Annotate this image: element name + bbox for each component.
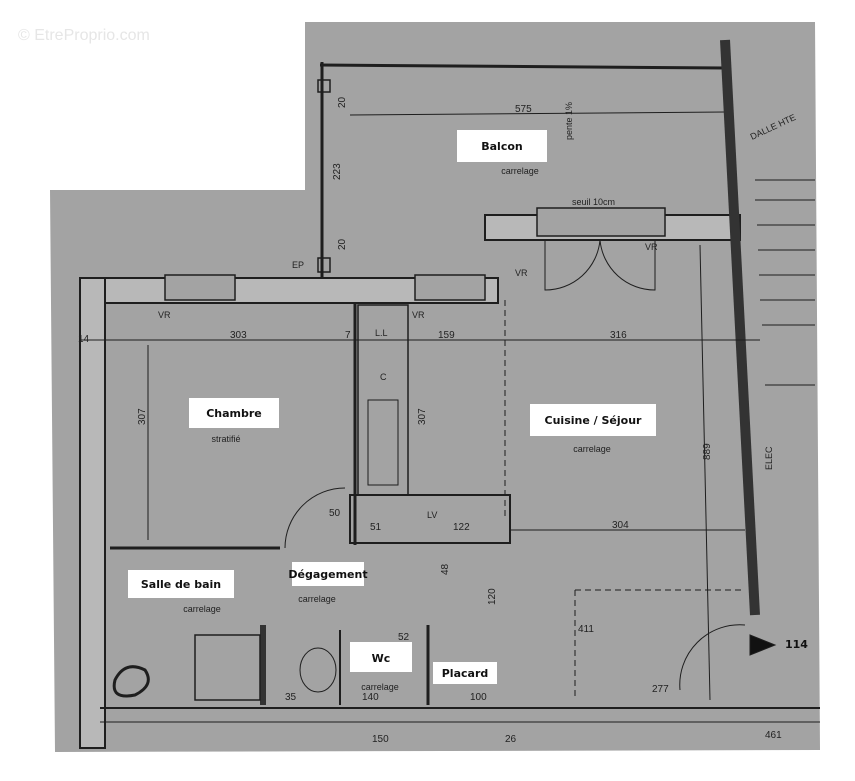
ep-label: EP: [292, 260, 304, 270]
dim-20: 20: [337, 96, 348, 108]
dim-20: 20: [337, 238, 348, 250]
room-salle-de-bain: Salle de bain carrelage: [128, 570, 234, 614]
dim-51: 51: [370, 522, 382, 533]
balcony-railing: [319, 63, 726, 70]
c-label: C: [380, 372, 387, 382]
room-degagement: Dégagement carrelage: [288, 562, 368, 604]
vr-label: VR: [412, 310, 425, 320]
room-label: Balcon: [481, 140, 523, 153]
dim-277: 277: [652, 684, 669, 695]
dim-52: 52: [398, 632, 410, 643]
window-chambre: [164, 274, 236, 301]
floor-label: carrelage: [501, 166, 539, 176]
toilet: [299, 647, 337, 693]
dim-889: 889: [702, 443, 713, 460]
room-label: Salle de bain: [141, 578, 221, 591]
dim-50: 50: [329, 508, 341, 519]
room-label: Wc: [372, 652, 391, 665]
elec-label: ELEC: [764, 446, 774, 470]
room-label: Placard: [442, 667, 489, 680]
dim-120: 120: [487, 588, 498, 605]
dim-411: 411: [578, 624, 594, 635]
floor-label: carrelage: [361, 682, 399, 692]
dim-sejour-width: 316: [610, 330, 627, 341]
dim-chambre-width: 303: [230, 330, 247, 341]
room-balcon: Balcon carrelage: [457, 130, 547, 176]
dimension-labels: 575 223 20 20 14 303 7 159 316 307 307 3…: [78, 96, 808, 745]
floor-label: carrelage: [573, 444, 611, 454]
window-kitchen: [414, 274, 486, 301]
dim-14: 14: [78, 334, 90, 345]
watermark: © EtreProprio.com: [18, 27, 150, 44]
dim-114: 114: [785, 638, 808, 651]
dim-140: 140: [362, 692, 379, 703]
west-wall: [79, 277, 106, 749]
room-label: Cuisine / Séjour: [545, 414, 643, 427]
dim-304: 304: [612, 520, 629, 531]
dim-balcon-depth: 223: [332, 163, 343, 180]
plan-background: [50, 22, 820, 752]
dim-7: 7: [345, 330, 351, 341]
pente-label: pente 1%: [564, 102, 574, 140]
stairs: [755, 179, 815, 386]
east-wall: [720, 39, 760, 616]
dim-150: 150: [372, 734, 389, 745]
dim-48: 48: [440, 563, 451, 575]
dim-kitchen-depth: 307: [417, 408, 428, 425]
shower: [194, 634, 261, 701]
floor-label: stratifié: [211, 434, 240, 444]
room-wc: Wc carrelage: [350, 642, 412, 692]
lv-label: LV: [427, 510, 437, 520]
floor-label: carrelage: [298, 594, 336, 604]
seuil-label: seuil 10cm: [572, 197, 615, 207]
vr-label: VR: [645, 242, 658, 252]
room-cuisine-sejour: Cuisine / Séjour carrelage: [530, 404, 656, 454]
room-label: Chambre: [206, 407, 262, 420]
ll-label: L.L: [375, 328, 388, 338]
dim-461: 461: [765, 730, 782, 741]
balcony-door: [536, 207, 666, 237]
floor-label: carrelage: [183, 604, 221, 614]
dim-159: 159: [438, 330, 455, 341]
dim-26: 26: [505, 734, 517, 745]
dim-35: 35: [285, 692, 297, 703]
kitchen-unit: [349, 494, 511, 544]
room-placard: Placard: [433, 662, 497, 684]
vr-label: VR: [158, 310, 171, 320]
room-label: Dégagement: [288, 568, 367, 581]
dim-122: 122: [453, 522, 470, 533]
dim-balcon-width: 575: [515, 104, 532, 115]
vr-label: VR: [515, 268, 528, 278]
washbasin: [112, 665, 150, 698]
dim-chambre-depth: 307: [137, 408, 148, 425]
dim-100: 100: [470, 692, 487, 703]
room-chambre: Chambre stratifié: [189, 398, 279, 444]
